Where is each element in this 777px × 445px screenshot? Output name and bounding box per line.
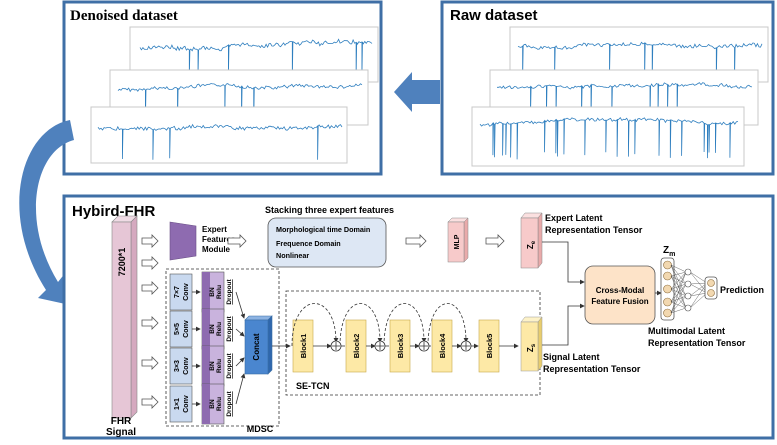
tcn-block-2-label: Block2 [352,334,361,359]
mdsc-branch-5x5: 5×5 Conv BN Relu Dropout [169,308,233,350]
zs-symbol: Zs [526,343,537,352]
raw-title: Raw dataset [450,7,538,24]
mlp-block: MLP [447,217,469,263]
denoised-title: Denoised dataset [70,8,178,24]
hidden-nodes [684,268,692,312]
mlp-head-lines [670,264,708,314]
zs-tensor: Zs [520,316,543,372]
raw-to-denoised-arrow [394,72,440,112]
se-tcn-label: SE-TCN [296,381,330,391]
zm-nodes [663,260,672,318]
raw-trace-1 [517,41,763,82]
tcn-block-4-label: Block4 [438,333,447,358]
input-hollow-arrows [141,234,159,409]
relu-3x3: Relu [216,359,223,373]
stack-title: Stacking three expert features [265,205,394,215]
bn-3x3: BN [209,361,216,371]
branch-to-concat-arrows [235,291,246,405]
expert-features-box [267,217,387,268]
fhr-label: FHR [111,416,132,427]
ze-tensor: Ze [520,212,543,269]
conv-1x1: Conv [183,395,190,413]
feature-frequence: Frequence Domain [276,239,341,248]
denoised-to-model-arrow [19,120,74,305]
fusion-line1: Cross-Modal [596,286,644,295]
expert-module-line3: Module [202,245,231,254]
signal-label: Signal [106,427,136,438]
denoised-trace-2 [117,83,363,126]
conv-3x3: Conv [183,357,190,375]
tcn-block-2: Block2 [345,319,367,373]
bn-1x1: BN [209,399,216,409]
dropout-1x1: Dropout [226,391,233,417]
raw-trace-3 [479,117,739,160]
tcn-block-5-label: Block5 [485,334,494,359]
output-nodes [707,279,715,297]
denoised-signal-card-3 [90,106,348,164]
kernel-5x5: 5×5 [174,323,181,335]
features-to-mlp-arrow [405,234,427,248]
conv-7x7: Conv [183,283,190,301]
fusion-line2: Feature Fusion [591,297,648,306]
concat-label: Concat [252,333,261,360]
expert-hollow-arrow [227,234,247,248]
model-title: Hybird-FHR [72,203,155,220]
bn-7x7: BN [209,287,216,297]
prediction-label: Prediction [720,285,764,295]
dropout-5x5: Dropout [226,316,233,342]
conv-5x5: Conv [183,320,190,338]
relu-1x1: Relu [216,397,223,411]
bn-5x5: BN [209,324,216,334]
signal-tensor-line2: Representation Tensor [543,364,641,374]
kernel-1x1: 1×1 [174,398,181,410]
plus-nodes [330,340,472,352]
fusion-input-arrows [542,241,585,346]
expert-module-line1: Expert [202,225,227,234]
feature-morphological: Morphological time Domain [276,225,370,234]
denoised-trace-1 [139,38,373,81]
concat-block: Concat [244,315,273,375]
mdsc-branch-3x3: 3×3 Conv BN Relu Dropout [169,345,233,387]
tcn-block-3-label: Block3 [396,334,405,359]
tcn-block-3: Block3 [389,319,411,373]
mdsc-label: MDSC [247,424,274,434]
mlp-label: MLP [454,234,461,249]
relu-5x5: Relu [216,322,223,336]
kernel-7x7: 7×7 [174,286,181,298]
multimodal-tensor-line2: Representation Tensor [648,338,746,348]
raw-trace-2 [497,82,753,122]
expert-tensor-line2: Representation Tensor [545,225,643,235]
mdsc-branch-7x7: 7×7 Conv BN Relu Dropout [169,271,233,313]
multimodal-tensor-line1: Multimodal Latent [648,326,725,336]
tcn-block-1-label: Block1 [299,334,308,359]
denoised-trace-3 [97,123,343,160]
signal-tensor-line1: Signal Latent [543,352,600,362]
residual-arcs [291,303,469,347]
mdsc-box [165,268,280,427]
cross-modal-fusion-box [584,265,656,325]
raw-signal-card-3 [471,106,745,167]
tcn-block-1: Block1 [292,319,314,373]
kernel-3x3: 3×3 [174,360,181,372]
ze-symbol: Ze [526,240,537,249]
tcn-block-4: Block4 [431,319,453,373]
relu-7x7: Relu [216,285,223,299]
mdsc-branch-1x1: 1×1 Conv BN Relu Dropout [169,383,233,425]
mlp-to-ze-arrow [485,234,505,248]
tcn-block-5: Block5 [478,319,500,373]
expert-features-module: Expert Features Module [169,221,236,261]
dropout-7x7: Dropout [226,279,233,305]
feature-nonlinear: Nonlinear [276,251,309,260]
input-signal-bar: 7200*1 [111,215,138,419]
expert-module-line2: Features [202,235,236,244]
input-size-label: 7200*1 [117,248,127,277]
zm-symbol: Zm [663,245,675,258]
expert-tensor-line1: Expert Latent [545,213,603,223]
dropout-3x3: Dropout [226,353,233,379]
